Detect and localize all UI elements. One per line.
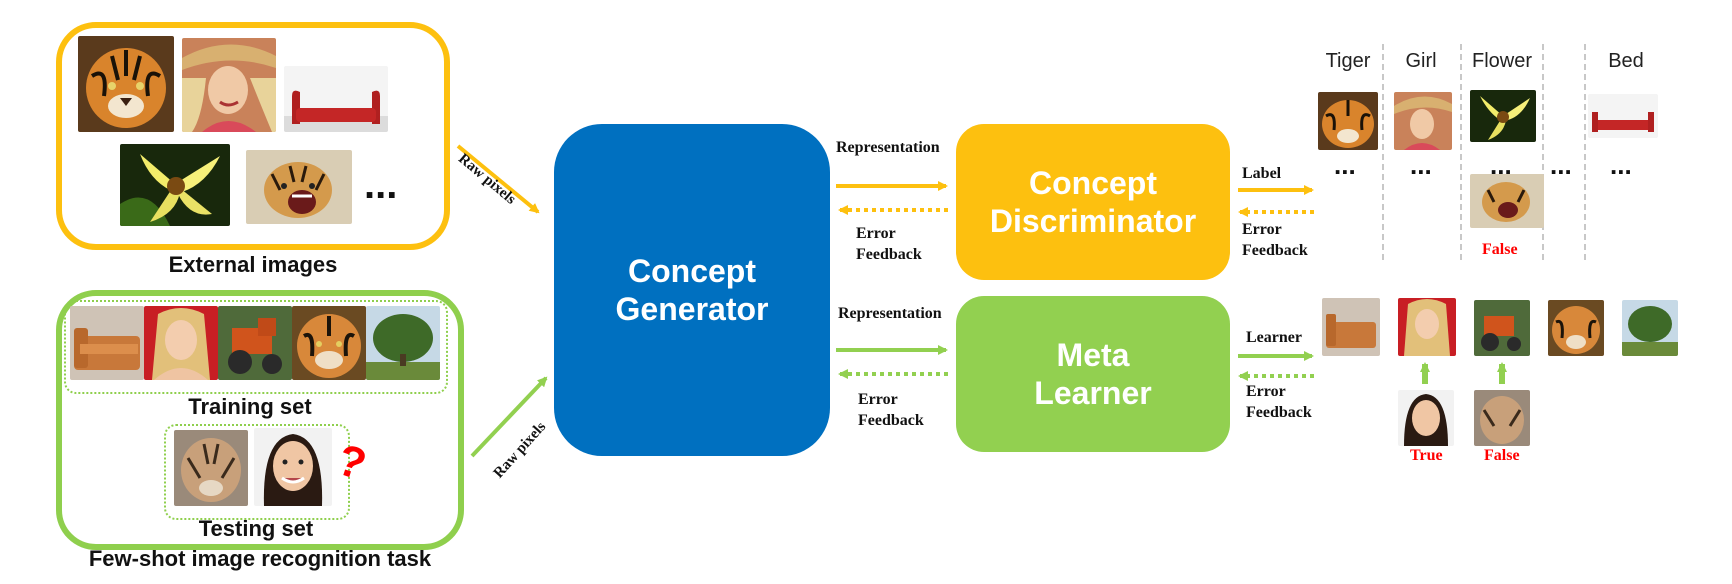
- testing-set-frame: [164, 424, 350, 520]
- dots-flower: ...: [1490, 150, 1512, 180]
- girl-photo-icon: [144, 306, 218, 380]
- column-header-bed: Bed: [1608, 50, 1644, 72]
- bed-photo-icon: [70, 306, 144, 380]
- tiger-photo-icon: [1318, 92, 1378, 150]
- raw-pixels-arrow-bottom: [470, 376, 548, 458]
- dots-girl: ...: [1410, 150, 1432, 180]
- meta-learner-label: Meta Learner: [1034, 336, 1152, 411]
- true-label: True: [1410, 447, 1443, 464]
- woman-photo-icon: [254, 428, 332, 506]
- column-divider: [1584, 44, 1586, 260]
- external-ellipsis: ...: [364, 163, 398, 207]
- error-feedback-label-2: Error Feedback: [1242, 221, 1308, 259]
- error-feedback-label-1: Error Feedback: [856, 225, 922, 263]
- concept-discriminator-label: Concept Discriminator: [989, 164, 1197, 239]
- false-label-top: False: [1482, 241, 1518, 258]
- column-divider: [1382, 44, 1384, 260]
- concept-generator-label: Concept Generator: [615, 252, 769, 327]
- flower-photo-icon: [1470, 90, 1536, 142]
- external-images-box: [56, 22, 450, 250]
- girl-photo-icon: [1394, 92, 1452, 150]
- dots-between: ...: [1550, 150, 1572, 180]
- raw-pixels-arrow-top: [456, 144, 540, 214]
- tiger-photo-icon: [174, 430, 248, 506]
- tree-photo-icon: [1622, 300, 1678, 356]
- tiger-photo-icon: [1548, 300, 1604, 356]
- bed-photo-icon: [284, 66, 388, 132]
- tree-photo-icon: [366, 306, 440, 380]
- error-feedback-label-4: Error Feedback: [1246, 383, 1312, 421]
- column-divider: [1542, 44, 1544, 260]
- representation-label-bottom: Representation: [838, 305, 942, 322]
- column-divider: [1460, 44, 1462, 260]
- flower-photo-icon: [120, 144, 230, 226]
- bed-photo-icon: [1588, 94, 1658, 138]
- testing-set-caption: Testing set: [198, 516, 314, 541]
- column-header-tiger: Tiger: [1325, 50, 1371, 72]
- training-set-frame: [64, 300, 448, 394]
- tractor-photo-icon: [218, 306, 292, 380]
- meta-learner-box: Meta Learner: [956, 296, 1230, 452]
- girl-photo-icon: [182, 38, 276, 132]
- column-header-flower: Flower: [1471, 50, 1532, 72]
- error-feedback-label-3: Error Feedback: [858, 391, 924, 429]
- tiger-photo-icon: [1474, 390, 1530, 446]
- concept-discriminator-box: Concept Discriminator: [956, 124, 1230, 280]
- representation-label-top: Representation: [836, 139, 940, 156]
- tiger-cub-photo-icon: [246, 150, 352, 224]
- learner-label: Learner: [1246, 329, 1302, 346]
- woman-photo-icon: [1398, 390, 1454, 446]
- dots-tiger: ...: [1334, 150, 1356, 180]
- external-images-caption: External images: [168, 252, 338, 277]
- bed-photo-icon: [1322, 298, 1380, 356]
- tiger-photo-icon: [292, 306, 366, 380]
- label-label: Label: [1242, 165, 1282, 182]
- tractor-photo-icon: [1474, 300, 1530, 356]
- training-set-caption: Training set: [188, 394, 312, 419]
- false-label-bottom: False: [1484, 447, 1520, 464]
- dots-bed: ...: [1610, 150, 1632, 180]
- girl-photo-icon: [1398, 298, 1456, 356]
- column-header-girl: Girl: [1405, 50, 1437, 72]
- few-shot-task-box: [56, 290, 464, 550]
- concept-generator-box: Concept Generator: [554, 124, 830, 456]
- tiger-photo-icon: [78, 36, 174, 132]
- few-shot-task-caption: Few-shot image recognition task: [88, 546, 432, 571]
- tiger-cub-photo-icon: [1470, 174, 1544, 228]
